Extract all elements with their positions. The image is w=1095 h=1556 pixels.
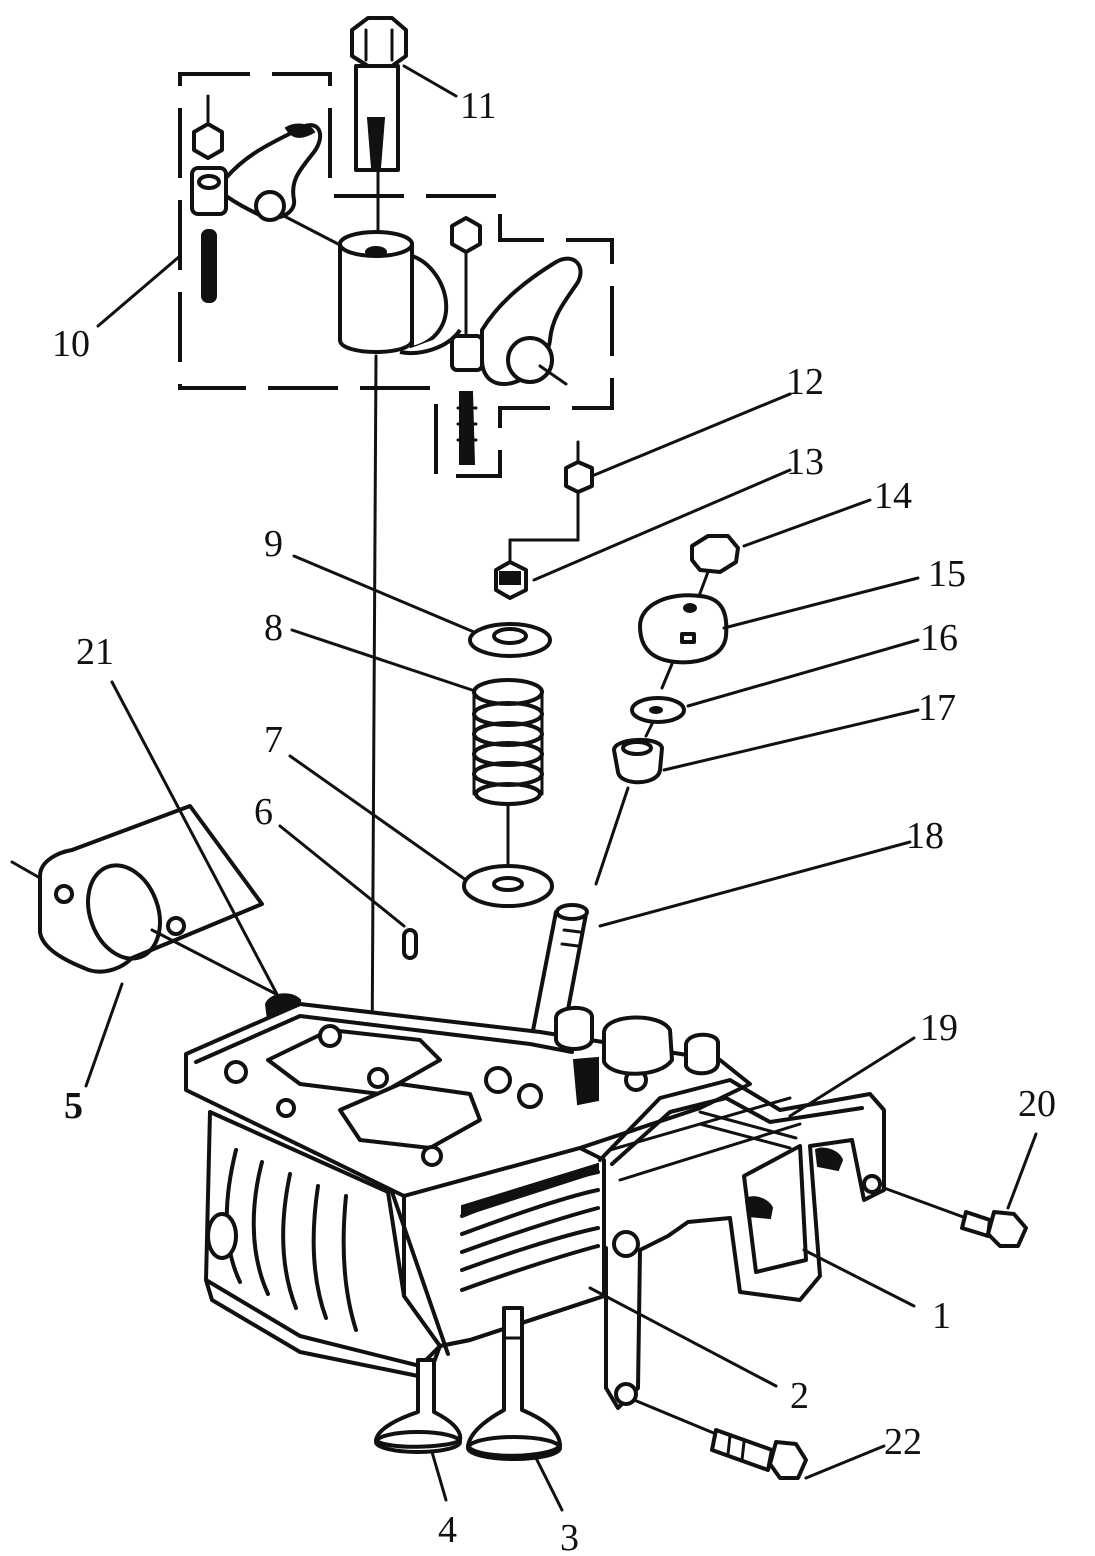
callout-12: 12 xyxy=(786,361,824,403)
callout-16: 16 xyxy=(920,617,958,659)
part-16-washer xyxy=(630,696,686,738)
assembly-axis-line xyxy=(370,354,378,1062)
callout-10: 10 xyxy=(52,323,90,365)
part-4-intake-valve xyxy=(374,1358,463,1454)
callout-2: 2 xyxy=(790,1375,809,1417)
callout-1: 1 xyxy=(932,1295,951,1337)
callout-8: 8 xyxy=(264,607,283,649)
callout-22: 22 xyxy=(884,1421,922,1463)
part-20-bolt xyxy=(882,1186,1028,1248)
part-17-bushing xyxy=(594,737,664,886)
callout-21: 21 xyxy=(76,631,114,673)
part-11-bolt xyxy=(350,16,408,242)
part-9-spring-retainer xyxy=(468,622,552,658)
callout-4: 4 xyxy=(438,1509,457,1551)
part-10-rocker-arm-assembly xyxy=(178,72,614,478)
callout-15: 15 xyxy=(928,553,966,595)
part-6-pin xyxy=(402,928,418,960)
callout-9: 9 xyxy=(264,523,283,565)
callout-6: 6 xyxy=(254,791,273,833)
callout-5: 5 xyxy=(64,1085,83,1127)
part-2-valve-seat-area xyxy=(438,1294,606,1348)
part-5-gasket xyxy=(10,804,278,996)
part-22-bolt xyxy=(632,1398,808,1480)
part-3-exhaust-valve xyxy=(466,1306,562,1461)
callout-19: 19 xyxy=(920,1007,958,1049)
callout-7: 7 xyxy=(264,719,283,761)
callout-20: 20 xyxy=(1018,1083,1056,1125)
part-12-nut xyxy=(508,440,594,564)
callout-14: 14 xyxy=(874,475,912,517)
callout-3: 3 xyxy=(560,1517,579,1556)
part-13-nut xyxy=(494,560,528,600)
callout-18: 18 xyxy=(906,815,944,857)
part-8-valve-spring xyxy=(472,678,544,872)
callout-17: 17 xyxy=(918,687,956,729)
callout-labels: 1 2 3 4 5 6 7 8 9 10 11 12 13 14 15 16 1… xyxy=(52,85,1056,1556)
part-1-cylinder-head xyxy=(184,1002,886,1410)
part-7-spring-washer xyxy=(462,864,554,908)
part-15-cap xyxy=(638,593,729,690)
part-14-nut xyxy=(690,534,740,606)
callout-13: 13 xyxy=(786,441,824,483)
callout-11: 11 xyxy=(460,85,497,127)
leader-lines xyxy=(84,64,1038,1512)
